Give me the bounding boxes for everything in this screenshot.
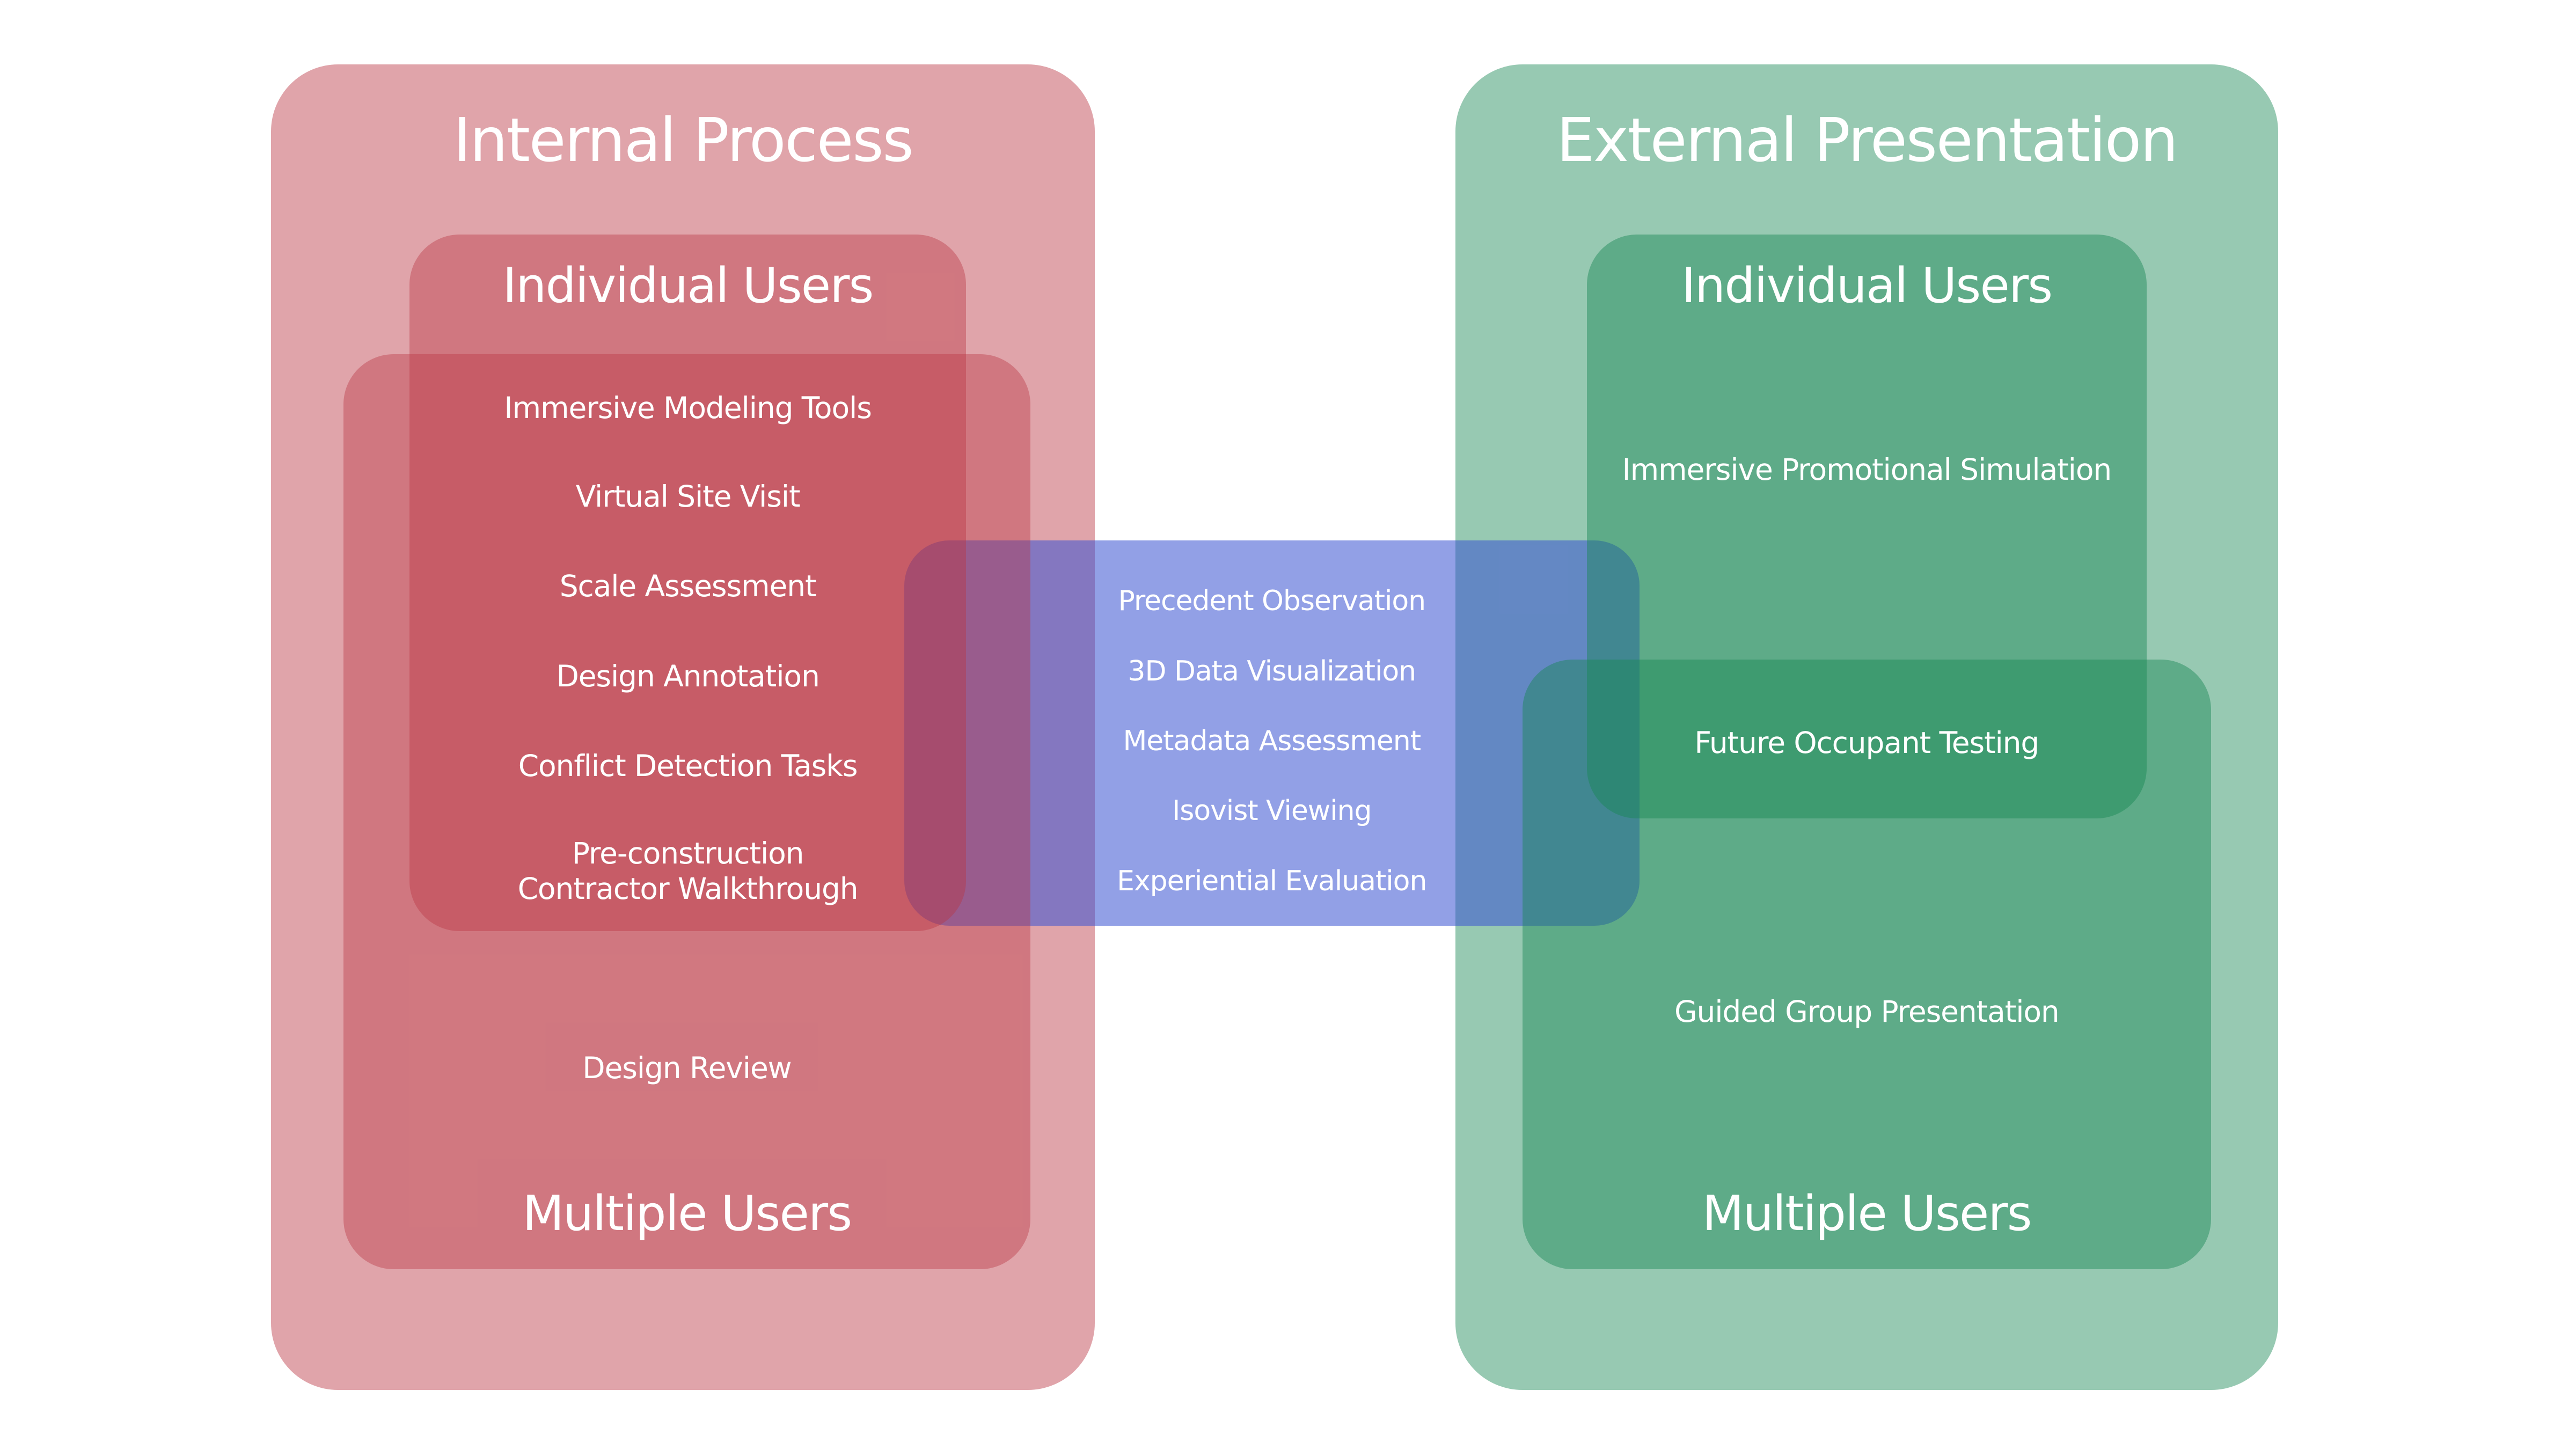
external-multiple-users-box (1522, 660, 2211, 1269)
external-individual-users-heading: Individual Users (1681, 257, 2053, 314)
shared-activities-box (904, 540, 1640, 926)
internal-individual-users-box (409, 235, 966, 931)
shared-item: Metadata Assessment (1123, 725, 1421, 757)
internal-individual-item: Pre-construction Contractor Walkthrough (517, 836, 859, 906)
shared-item: 3D Data Visualization (1128, 655, 1416, 688)
external-presentation-title: External Presentation (1556, 105, 2178, 175)
internal-multiple-users-heading: Multiple Users (522, 1185, 852, 1242)
shared-item: Isovist Viewing (1172, 794, 1372, 827)
shared-item: Experiential Evaluation (1117, 865, 1427, 898)
external-individual-item: Immersive Promotional Simulation (1622, 452, 2112, 487)
shared-item: Precedent Observation (1118, 584, 1426, 617)
external-individual-users-box (1586, 235, 2147, 819)
internal-individual-item: Virtual Site Visit (575, 479, 801, 514)
external-multiple-item: Guided Group Presentation (1674, 994, 2060, 1029)
internal-individual-item: Immersive Modeling Tools (504, 391, 872, 426)
external-overlap-item: Future Occupant Testing (1694, 726, 2039, 760)
external-multiple-users-heading: Multiple Users (1702, 1185, 2032, 1242)
internal-individual-users-heading: Individual Users (502, 257, 874, 314)
internal-multiple-item: Design Review (582, 1050, 792, 1085)
internal-process-title: Internal Process (453, 105, 913, 175)
internal-individual-item: Scale Assessment (559, 568, 817, 603)
internal-individual-item: Design Annotation (556, 658, 819, 693)
internal-individual-item: Conflict Detection Tasks (518, 749, 858, 783)
internal-multiple-users-box (343, 354, 1030, 1269)
